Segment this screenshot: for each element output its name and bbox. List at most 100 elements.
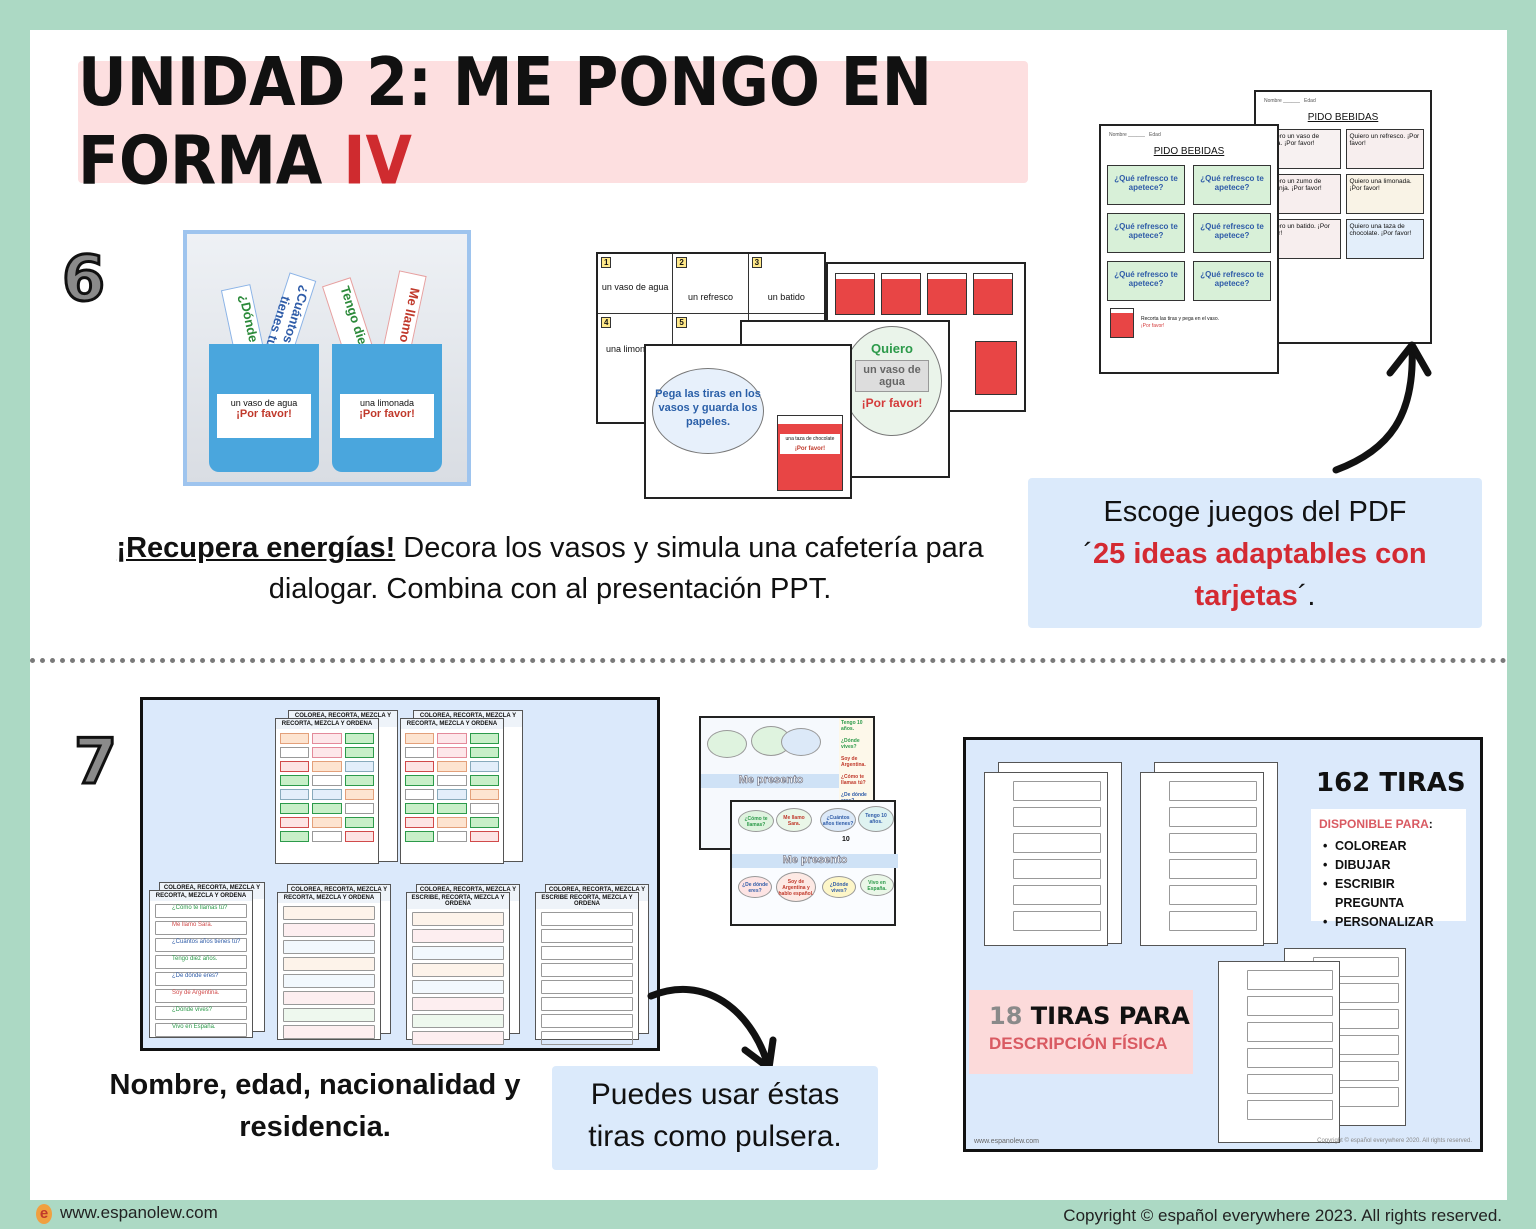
footer-site-link[interactable]: www.espanolew.com bbox=[60, 1203, 218, 1222]
sheet-strips-4: ESCRIBE RECORTA, MEZCLA Y ORDENA bbox=[535, 892, 639, 1045]
comic-bubble: ¿Cómo te llamas? bbox=[738, 810, 774, 832]
caption-highlight: ¡Recupera energías! bbox=[116, 532, 396, 564]
strip-line: ¿De dónde eres? bbox=[155, 972, 247, 986]
name-label: Nombre bbox=[1109, 132, 1127, 138]
espanolew-logo-icon: e bbox=[36, 1203, 52, 1224]
comic-bubble: Soy de Argentina y hablo español. bbox=[776, 872, 816, 902]
side-list-item: Soy de Argentina. bbox=[841, 756, 866, 768]
inner-site: www.espanolew.com bbox=[974, 1138, 1039, 1145]
strip-line: Me llamo Sara. bbox=[155, 921, 247, 935]
grid-item-2: 2 un refresco bbox=[673, 254, 749, 314]
comic-title: Me presento bbox=[701, 774, 841, 788]
sub-count: 18 bbox=[989, 1002, 1023, 1030]
section-number-6: 6 bbox=[60, 241, 106, 317]
description-sheet-2 bbox=[1140, 772, 1264, 946]
sheet-strips-1: RECORTA, MEZCLA Y ORDENA ¿Cómo te llamas… bbox=[149, 890, 253, 1038]
sheet-header: RECORTA, MEZCLA Y ORDENA bbox=[278, 893, 380, 903]
available-colon: : bbox=[1428, 817, 1433, 831]
worksheet-title: PIDO BEBIDAS bbox=[1307, 112, 1379, 123]
red-cup bbox=[976, 342, 1016, 394]
name-label: Nombre bbox=[1264, 98, 1282, 104]
grid-item-label: un vaso de agua bbox=[601, 282, 669, 292]
worksheet-title: PIDO BEBIDAS bbox=[1153, 146, 1225, 157]
sheet-sort-1: RECORTA, MEZCLA Y ORDENA bbox=[275, 718, 379, 864]
footer-site[interactable]: e www.espanolew.com bbox=[36, 1203, 218, 1224]
instruction-cta: ¡Por favor! bbox=[1141, 323, 1165, 329]
grid-item-number: 4 bbox=[601, 317, 612, 328]
available-box: DISPONIBLE PARA: COLOREAR DIBUJAR ESCRIB… bbox=[1311, 809, 1466, 932]
section-number-7: 7 bbox=[72, 724, 118, 800]
comic-bubble: Vivo en España. bbox=[860, 874, 894, 896]
arrow-down-icon bbox=[647, 985, 777, 1072]
grid-item-1: 1 un vaso de agua bbox=[598, 254, 674, 314]
red-cup-icon bbox=[1111, 309, 1133, 337]
sheet-header: ESCRIBE, RECORTA, MEZCLA Y ORDENA bbox=[407, 893, 509, 909]
description-sheet-3 bbox=[1218, 961, 1340, 1143]
worksheet-answers: Nombre ______ Edad PIDO BEBIDAS Quiero u… bbox=[1254, 90, 1432, 344]
strip-line: Tengo diez años. bbox=[155, 955, 247, 969]
side-list-item: ¿Dónde vives? bbox=[841, 738, 860, 750]
answer-card: Quiero un refresco. ¡Por favor! bbox=[1345, 129, 1424, 169]
red-cup bbox=[928, 274, 966, 314]
cup-left-label: un vaso de agua bbox=[230, 398, 298, 408]
cup-right-cta: ¡Por favor! bbox=[359, 408, 415, 420]
age-label: Edad bbox=[1304, 98, 1316, 104]
comic-slide-front: ¿Cómo te llamas? Me llamo Sara. ¿Cuántos… bbox=[730, 800, 898, 926]
answer-card: Quiero una limonada. ¡Por favor! bbox=[1345, 174, 1424, 214]
strip-line: ¿Cuántos años tienes tú? bbox=[155, 938, 247, 952]
sheet-strips-2: RECORTA, MEZCLA Y ORDENA bbox=[277, 892, 381, 1040]
note-highlight: 25 ideas adaptables con tarjetas bbox=[1093, 538, 1427, 612]
red-cup bbox=[882, 274, 920, 314]
grid-item-number: 2 bbox=[676, 257, 687, 268]
cup-right: una limonada ¡Por favor! bbox=[332, 344, 442, 472]
sheet-strips-3: ESCRIBE, RECORTA, MEZCLA Y ORDENA bbox=[406, 892, 510, 1045]
strip-line: Soy de Argentina. bbox=[155, 989, 247, 1003]
available-label: DISPONIBLE PARA bbox=[1319, 817, 1429, 831]
available-item: ESCRIBIR PREGUNTA bbox=[1319, 875, 1458, 913]
comic-bubble: Me llamo Sara. bbox=[776, 808, 812, 832]
sheet-header: RECORTA, MEZCLA Y ORDENA bbox=[401, 719, 503, 729]
question-card: ¿Qué refresco te apetece? bbox=[1193, 165, 1271, 205]
strip-line: ¿Cómo te llamas tú? bbox=[155, 904, 247, 918]
comic-bubble: ¿Cuántos años tienes? bbox=[820, 808, 856, 832]
quote-open: ´ bbox=[1083, 538, 1093, 570]
bracelet-note-box: Puedes usar éstas tiras como pulsera. bbox=[552, 1066, 878, 1170]
cups-photo: ¿Dónde vives? ¿Cuántos años tienes tú? T… bbox=[183, 230, 471, 486]
cup-left: un vaso de agua ¡Por favor! bbox=[209, 344, 319, 472]
side-list-item: Tengo 10 años. bbox=[841, 720, 863, 732]
speech-bubble-quiero: Quiero un vaso de agua ¡Por favor! bbox=[842, 326, 942, 436]
answer-card: Quiero una taza de chocolate. ¡Por favor… bbox=[1345, 219, 1424, 259]
description-sheet-1 bbox=[984, 772, 1108, 946]
worksheet-questions: Nombre ______ Edad PIDO BEBIDAS ¿Qué ref… bbox=[1099, 124, 1279, 374]
cup-right-label: una limonada bbox=[359, 398, 415, 408]
speech-bubble-pega: Pega las tiras en los vasos y guarda los… bbox=[652, 368, 764, 454]
red-cup bbox=[974, 274, 1012, 314]
footer-copyright: Copyright © español everywhere 2023. All… bbox=[1063, 1206, 1502, 1225]
comic-bubble: ¿Dónde vives? bbox=[822, 876, 856, 898]
pdf-note-box: Escoge juegos del PDF ´25 ideas adaptabl… bbox=[1028, 478, 1482, 628]
red-cup-large: una taza de chocolate ¡Por favor! bbox=[778, 416, 842, 490]
available-item: COLOREAR bbox=[1319, 837, 1458, 856]
strip-sheets-panel: COLOREA, RECORTA, MEZCLA Y ORDENA RECORT… bbox=[140, 697, 660, 1051]
note-line1: Escoge juegos del PDF bbox=[1103, 496, 1407, 528]
bubble-cta: ¡Por favor! bbox=[861, 396, 923, 410]
comic-bubble: ¿De dónde eres? bbox=[738, 876, 772, 898]
description-banner: 18 TIRAS PARA DESCRIPCIÓN FÍSICA bbox=[969, 990, 1193, 1074]
question-card: ¿Qué refresco te apetece? bbox=[1193, 213, 1271, 253]
cup-label: una taza de chocolate bbox=[780, 434, 840, 444]
grid-item-number: 1 bbox=[601, 257, 612, 268]
title-main: UNIDAD 2: ME PONGO EN FORMA bbox=[78, 43, 932, 201]
instruction-text: Recorta las tiras y pega en el vaso. bbox=[1141, 316, 1220, 322]
cup-left-cta: ¡Por favor! bbox=[236, 408, 292, 420]
sheet-header: RECORTA, MEZCLA Y ORDENA bbox=[276, 719, 378, 729]
age-label: Edad bbox=[1149, 132, 1161, 138]
question-card: ¿Qué refresco te apetece? bbox=[1193, 261, 1271, 301]
arrow-up-icon bbox=[1332, 341, 1432, 474]
bubble-title: Quiero bbox=[871, 341, 913, 356]
grid-item-label: un refresco bbox=[687, 292, 733, 302]
available-item: DIBUJAR bbox=[1319, 856, 1458, 875]
question-card: ¿Qué refresco te apetece? bbox=[1107, 165, 1185, 205]
grid-item-label: un batido bbox=[767, 292, 805, 302]
question-card: ¿Qué refresco te apetece? bbox=[1107, 213, 1185, 253]
quote-close: ´. bbox=[1297, 580, 1316, 612]
